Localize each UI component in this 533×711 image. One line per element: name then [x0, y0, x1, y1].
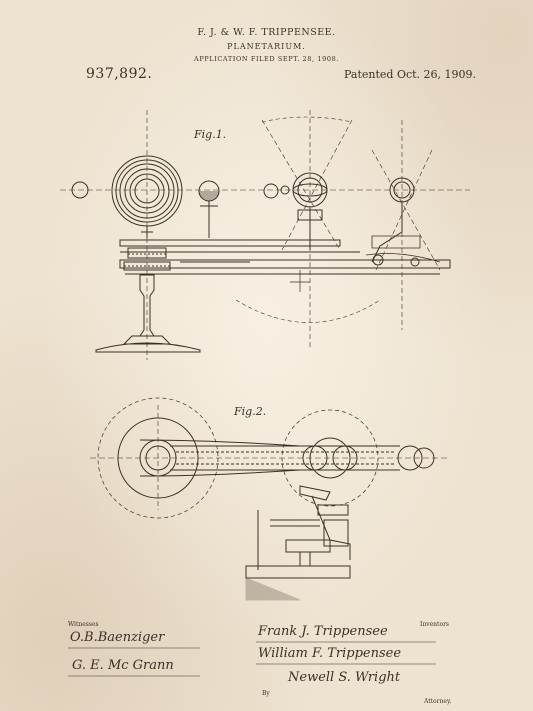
inventor-signature-2: William F. Trippensee	[258, 646, 402, 661]
figure-2-drawing	[90, 397, 450, 601]
figure-2-label: Fig.2.	[234, 405, 267, 418]
attorney-label: Attorney.	[424, 698, 452, 705]
patent-number: 937,892.	[86, 66, 153, 82]
witness-signature-2: G. E. Mc Grann	[72, 658, 174, 673]
inventor-signature-1: Frank J. Trippensee	[258, 624, 388, 639]
invention-title: PLANETARIUM.	[227, 42, 306, 51]
inventors-heading: F. J. & W. F. TRIPPENSEE.	[197, 27, 336, 38]
witnesses-label: Witnesses	[68, 621, 99, 628]
patented-date: Patented Oct. 26, 1909.	[344, 68, 477, 81]
signature-strokes	[68, 641, 436, 677]
witness-signature-1: O.B.Baenziger	[70, 630, 165, 645]
application-filed: APPLICATION FILED SEPT. 28, 1908.	[194, 55, 339, 63]
figure-1-drawing	[60, 110, 470, 360]
attorney-signature: Newell S. Wright	[288, 670, 401, 685]
inventors-label: Inventors	[420, 621, 450, 628]
by-label: By	[262, 690, 270, 697]
figure-1-label: Fig.1.	[194, 128, 227, 141]
